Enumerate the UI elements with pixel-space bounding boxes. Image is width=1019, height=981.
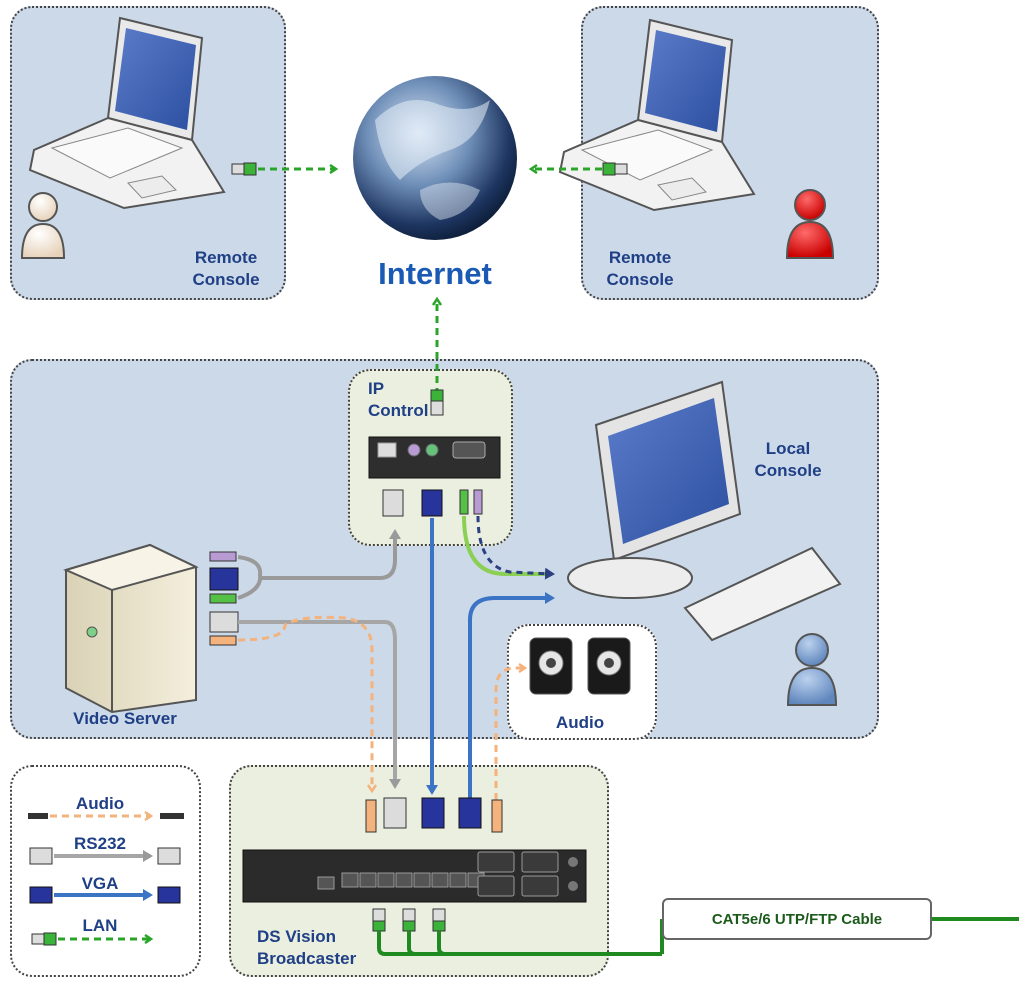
keyboard-icon: [683, 546, 842, 642]
legend-audio-line: [28, 813, 184, 819]
lan-plug-right-icon: [602, 162, 628, 176]
lan-plug-ip-icon: [430, 389, 444, 416]
ip-control-label: IP Control: [368, 379, 429, 420]
remote-console-left-label: Remote Console: [192, 248, 260, 289]
ps2b-ip-to-monitor: [476, 515, 555, 580]
broadcaster-top-connectors-icon: [365, 797, 503, 833]
lan-plug-left-icon: [231, 162, 257, 176]
cable-label-box: CAT5e/6 UTP/FTP Cable: [662, 898, 932, 940]
person-left-icon: [20, 192, 66, 259]
ps2-ip-to-monitor: [462, 515, 552, 576]
ds-vision-broadcaster-label: DS Vision Broadcaster: [257, 927, 357, 968]
legend-lan-line: [31, 932, 150, 946]
ip-control-device-icon: [368, 436, 501, 479]
person-right-icon: [785, 189, 835, 259]
local-console-label: Local Console: [754, 439, 822, 480]
server-to-ip-cable: [237, 532, 395, 600]
ip-vga-connector-icon: [421, 489, 443, 517]
broadcaster-lan-plugs-icon: [372, 908, 446, 932]
laptop-left-icon: [28, 16, 226, 210]
ip-ps2-connectors-icon: [459, 489, 483, 515]
internet-label: Internet: [378, 256, 492, 291]
legend-lan-label: LAN: [82, 916, 118, 935]
legend-vga-line: [29, 886, 181, 904]
speaker-right-icon: [587, 637, 631, 695]
legend-rs232-line: [29, 847, 181, 865]
ip-rs232-connector-icon: [382, 489, 404, 517]
cable-label: CAT5e/6 UTP/FTP Cable: [711, 910, 883, 928]
remote-console-right-label: Remote Console: [606, 248, 674, 289]
video-server-label: Video Server: [73, 709, 177, 728]
broadcaster-device-icon: [242, 849, 587, 903]
speaker-left-icon: [529, 637, 573, 695]
vga-broadcaster-to-monitor: [468, 592, 555, 800]
video-server-tower-icon: [63, 543, 199, 714]
person-local-icon: [786, 633, 838, 706]
audio-to-speakers: [494, 668, 524, 800]
legend-audio-label: Audio: [75, 794, 125, 813]
server-rs232-cable: [238, 620, 401, 789]
cat5-cable-line: [377, 917, 1019, 956]
local-monitor-icon: [567, 380, 742, 599]
audio-label: Audio: [555, 713, 605, 732]
internet-globe-icon: [353, 76, 517, 240]
legend-vga-label: VGA: [81, 874, 119, 893]
laptop-right-icon: [558, 18, 756, 212]
server-connectors-icon: [209, 551, 239, 646]
legend-rs232-label: RS232: [74, 834, 126, 853]
server-audio-cable: [237, 615, 372, 790]
